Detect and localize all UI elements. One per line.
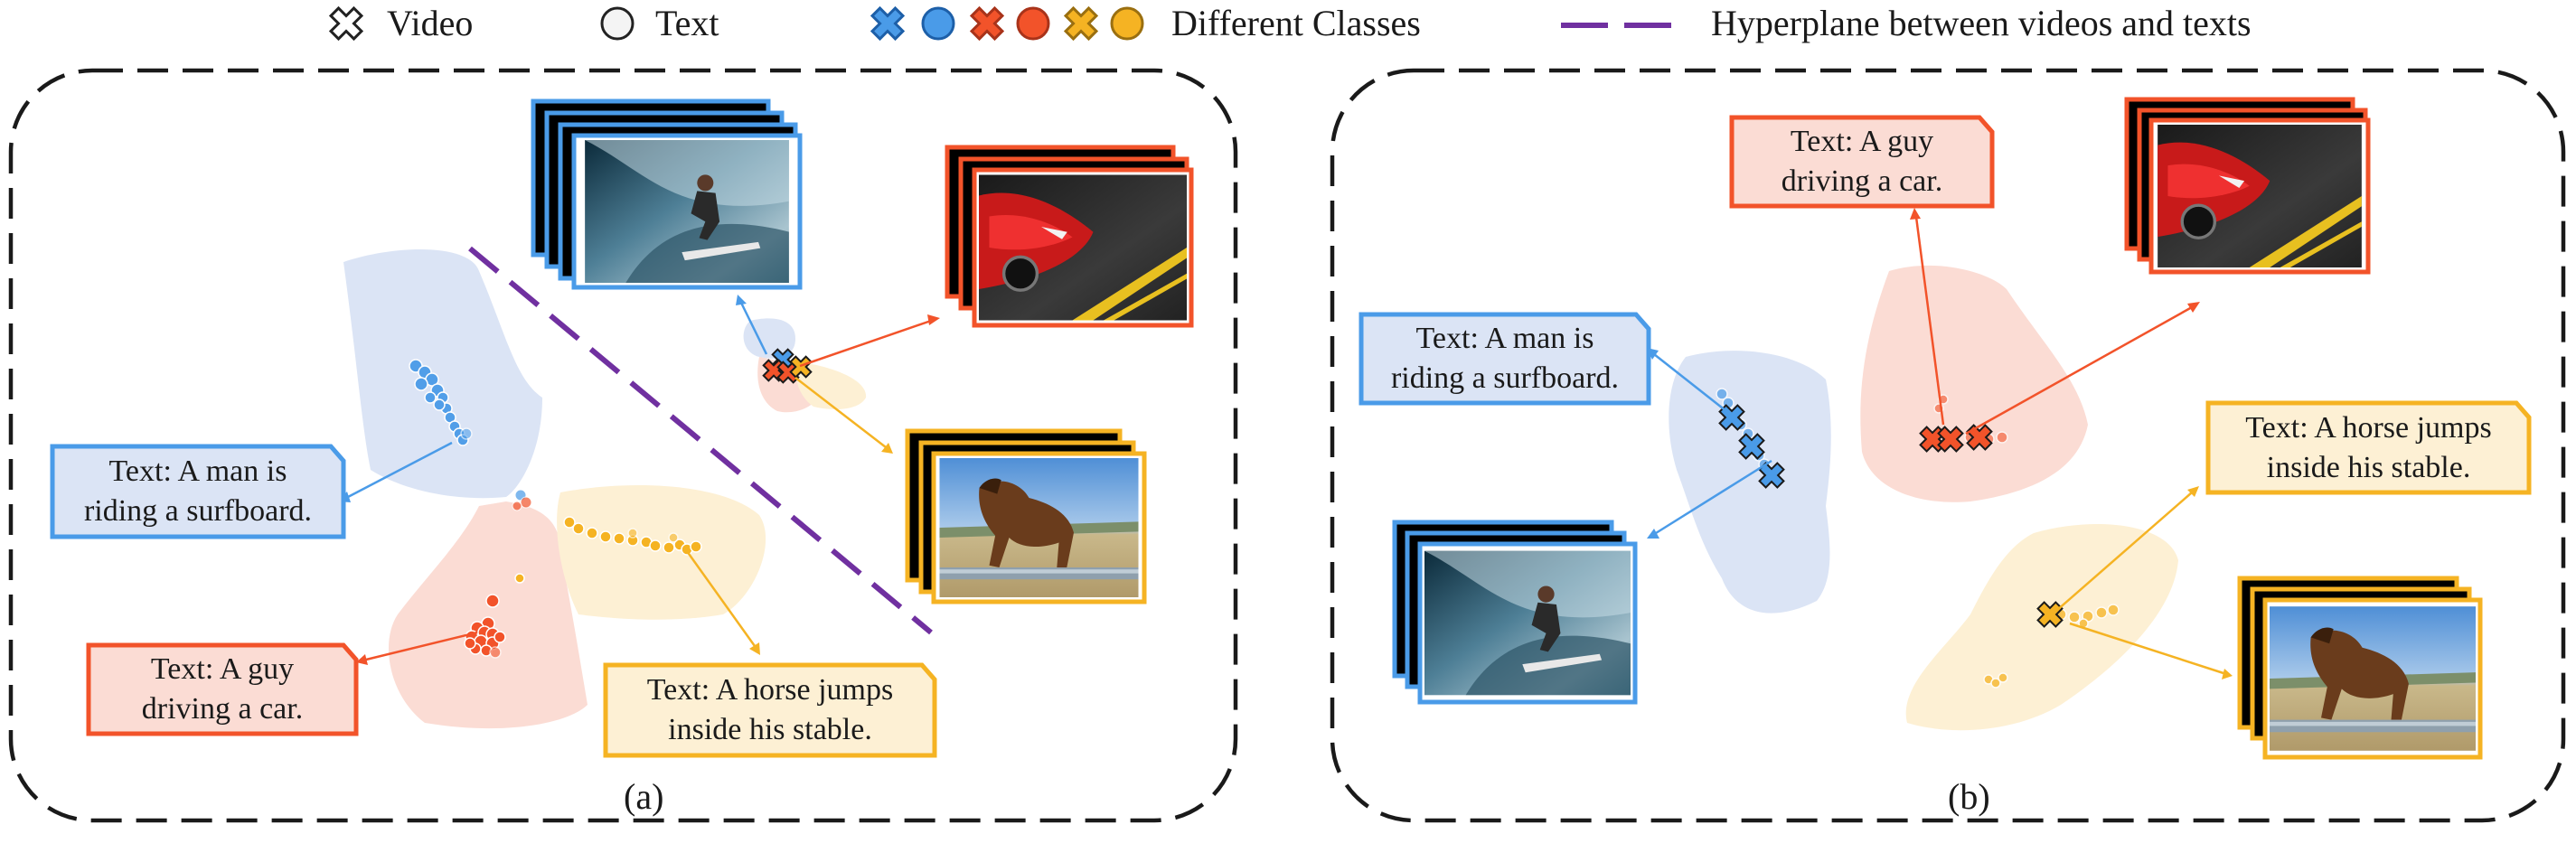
orange-circle-icon xyxy=(1110,6,1144,41)
panel-a-surf-label-line1: Text: A man is xyxy=(108,454,287,488)
panel-b-red-region xyxy=(1860,265,2088,502)
panel-a-car-label-line1: Text: A guy xyxy=(150,652,295,686)
panel-a-small-orange-region xyxy=(794,361,867,409)
legend-hyperplane-label: Hyperplane between videos and texts xyxy=(1711,3,2252,43)
panel-b-car-thumbnail xyxy=(2124,97,2371,275)
panel-b-caption: (b) xyxy=(1948,776,1990,817)
panel-b-blue-region xyxy=(1669,351,1831,614)
panel-b-blue-points xyxy=(1716,388,1785,489)
panel-b-surf-label-line2: riding a surfboard. xyxy=(1390,361,1620,395)
panel-b-car-label-line1: Text: A guy xyxy=(1790,125,1934,158)
panel-b-border xyxy=(1330,68,2566,823)
panel-a-caption: (a) xyxy=(624,776,664,817)
panel-b-surf-thumbnail xyxy=(1392,520,1638,705)
panel-a-junction-points xyxy=(512,489,532,511)
legend-text-label: Text xyxy=(655,3,719,43)
panel-b-orange-region xyxy=(1905,524,2178,731)
red-circle-icon xyxy=(1016,6,1050,41)
panel-a-red-region xyxy=(389,501,588,729)
panel-a-arrows xyxy=(338,295,940,665)
panel-a-car-label: Text: A guy driving a car. xyxy=(89,645,356,734)
panel-b-car-label-frame xyxy=(1729,115,1995,209)
panel-a-red-text-points xyxy=(464,573,525,659)
panel-a-video-crosses xyxy=(762,348,813,384)
legend-symbols xyxy=(328,5,1677,42)
panel-a-car-thumbnail xyxy=(945,145,1194,328)
panel-a-horse-label-line1: Text: A horse jumps xyxy=(646,673,894,707)
panel-a-horse-label: Text: A horse jumps inside his stable. xyxy=(606,665,935,755)
panel-b-horse-label-frame xyxy=(2205,400,2532,495)
panel-b-arrows xyxy=(1647,208,2233,679)
panel-a-horse-label-line2: inside his stable. xyxy=(668,713,872,746)
orange-cross-icon xyxy=(1063,5,1099,42)
panel-a-car-label-line2: driving a car. xyxy=(141,692,304,726)
panel-b-surf-label: Text: A man is riding a surfboard. xyxy=(1361,314,1649,403)
panel-a-hyperplane xyxy=(468,246,933,635)
panel-a-surf-label: Text: A man is riding a surfboard. xyxy=(52,446,343,537)
panel-a-orange-text-points xyxy=(563,516,702,556)
legend-video-label: Video xyxy=(387,3,474,43)
panel-a-horse-thumbnail xyxy=(905,428,1147,604)
panel-a-surf-label-line2: riding a surfboard. xyxy=(83,494,313,528)
panel-b-car-label-line2: driving a car. xyxy=(1781,164,1943,198)
panel-b-horse-label-line2: inside his stable. xyxy=(2266,450,2471,484)
red-cross-icon xyxy=(969,5,1005,42)
legend: Video Text Different Classes Hyperplane … xyxy=(0,0,2576,54)
panel-a-car-label-frame xyxy=(86,642,359,736)
blue-circle-icon xyxy=(921,6,955,41)
panel-b-surf-label-frame xyxy=(1359,312,1651,406)
text-circle-icon xyxy=(600,6,635,41)
panel-a-horse-label-frame xyxy=(603,662,937,758)
panel-b-orange-points xyxy=(1983,601,2120,689)
panel-a-surf-label-frame xyxy=(50,444,346,539)
panel-a-orange-region xyxy=(557,485,766,620)
panel-b-horse-thumbnail xyxy=(2237,576,2483,760)
panel-b-horse-label: Text: A horse jumps inside his stable. xyxy=(2208,403,2529,492)
panel-b-surf-label-line1: Text: A man is xyxy=(1415,322,1594,355)
legend-classes-label: Different Classes xyxy=(1171,3,1421,43)
panel-a-blue-text-points xyxy=(409,359,473,446)
video-cross-icon xyxy=(328,5,364,42)
blue-cross-icon xyxy=(870,5,906,42)
panel-b-car-label: Text: A guy driving a car. xyxy=(1732,117,1992,206)
panel-a-surf-thumbnail xyxy=(531,98,803,290)
panel-b-red-points xyxy=(1919,394,2008,453)
panel-a-blue-region xyxy=(343,249,542,499)
panel-a-small-blue-region xyxy=(743,318,795,359)
panel-b-horse-label-line1: Text: A horse jumps xyxy=(2245,410,2492,445)
